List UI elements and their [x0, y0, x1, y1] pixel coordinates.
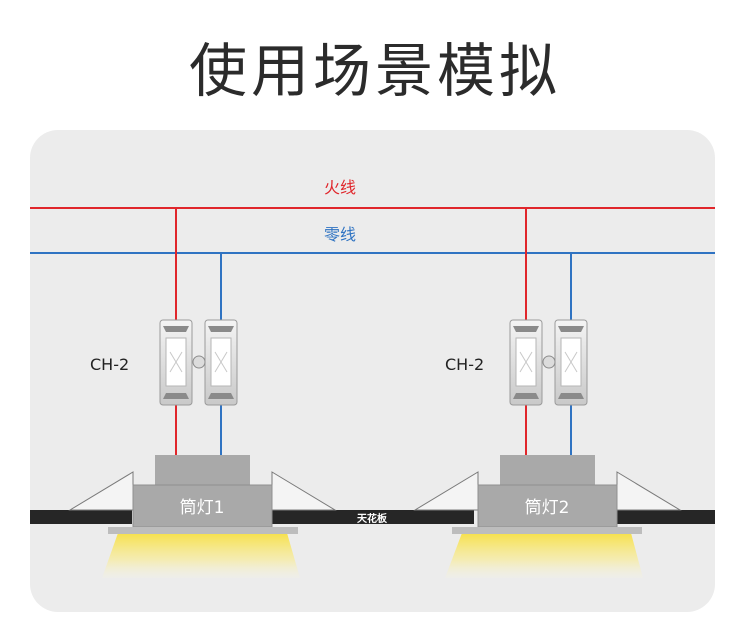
unit-1: CH-2 筒灯1 — [68, 208, 337, 578]
lamp-body — [132, 484, 273, 528]
lamp-spring-right — [271, 471, 337, 511]
light-beam — [102, 533, 300, 578]
ceiling-middle — [272, 510, 474, 524]
lamp-label: 筒灯2 — [525, 498, 570, 518]
lamp-rim — [108, 527, 298, 534]
lamp-driver — [500, 455, 595, 485]
lamp-spring-right — [616, 471, 682, 511]
ceiling-left — [30, 510, 132, 524]
lamp-label: 筒灯1 — [180, 498, 225, 518]
lamp-driver — [155, 455, 250, 485]
ceiling-label: 天花板 — [357, 512, 388, 525]
controller-label: CH-2 — [90, 355, 129, 374]
lamp-spring-left — [413, 471, 479, 511]
ceiling-right — [617, 510, 715, 524]
controller-ch2 — [509, 319, 588, 406]
lamp-rim — [452, 527, 642, 534]
lamp-spring-left — [68, 471, 134, 511]
controller-ch2 — [159, 319, 238, 406]
neutral-wire-label: 零线 — [324, 225, 356, 244]
page-title: 使用场景模拟 — [188, 37, 561, 105]
controller-label: CH-2 — [445, 355, 484, 374]
live-wire-label: 火线 — [324, 178, 356, 197]
light-beam — [445, 533, 643, 578]
lamp-body — [477, 484, 618, 528]
unit-2: CH-2 筒灯2 — [413, 208, 682, 578]
